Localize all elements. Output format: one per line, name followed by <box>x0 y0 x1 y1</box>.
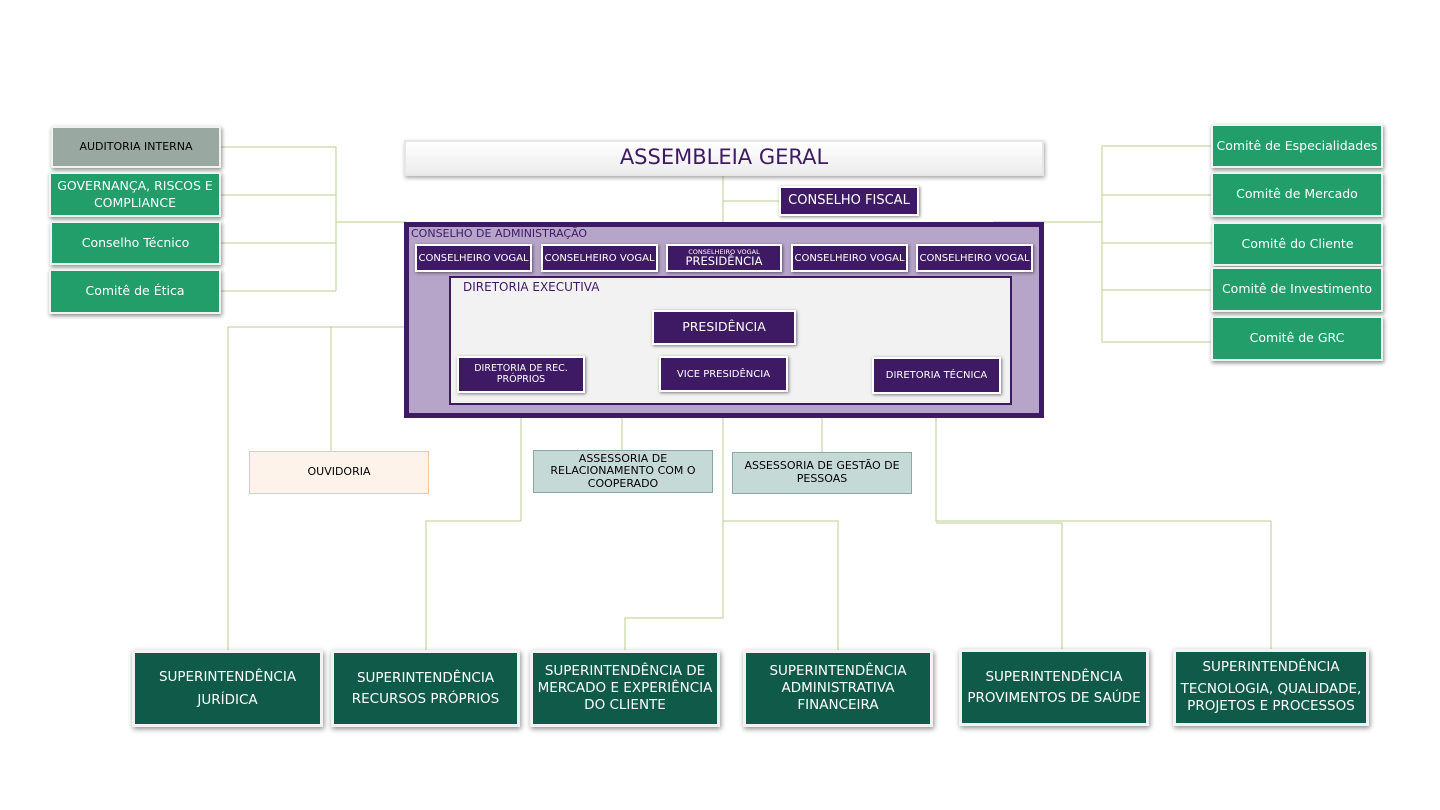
conselho-fiscal-label: CONSELHO FISCAL <box>788 192 910 208</box>
conselheiro-vogal-1-label: CONSELHEIRO VOGAL <box>418 252 529 264</box>
conselheiro-vogal-3[interactable]: CONSELHEIRO VOGAL <box>791 244 908 272</box>
diretoria-executiva-title: DIRETORIA EXECUTIVA <box>463 280 600 294</box>
connector-saude <box>936 522 1063 652</box>
governanca-label: GOVERNANÇA, RISCOS E COMPLIANCE <box>57 178 213 210</box>
conselheiro-presidencia-big: PRESIDÊNCIA <box>685 254 763 269</box>
superintendencia-saude-box[interactable]: SUPERINTENDÊNCIA PROVIMENTOS DE SAÚDE <box>959 649 1149 726</box>
diretoria-rec-proprios-box[interactable]: DIRETORIA DE REC. PRÓPRIOS <box>457 356 585 393</box>
diretoria-tecnica-label: DIRETORIA TÉCNICA <box>885 370 988 381</box>
conselheiro-vogal-1[interactable]: CONSELHEIRO VOGAL <box>415 244 532 272</box>
conselheiro-presidencia-small: CONSELHEIRO VOGAL <box>688 247 760 256</box>
connector-vice <box>624 392 724 652</box>
superintendencia-juridica-line2: JURÍDICA <box>197 691 258 708</box>
vice-presidencia-box[interactable]: VICE PRESIDÊNCIA <box>659 356 788 392</box>
connector-vice-adm <box>723 520 839 652</box>
conselheiro-vogal-4[interactable]: CONSELHEIRO VOGAL <box>916 244 1033 272</box>
assessoria-gestao-pessoas-box[interactable]: ASSESSORIA DE GESTÃO DE PESSOAS <box>732 452 912 494</box>
connector-tecnica <box>935 394 1272 652</box>
assessoria-cooperado-box[interactable]: ASSESSORIA DE RELACIONAMENTO COM O COOPE… <box>533 450 713 493</box>
superintendencia-adm-box[interactable]: SUPERINTENDÊNCIA ADMINISTRATIVA FINANCEI… <box>743 650 933 727</box>
superintendencia-saude-label: SUPERINTENDÊNCIA PROVIMENTOS DE SAÚDE <box>967 668 1141 706</box>
assessoria-cooperado-label: ASSESSORIA DE RELACIONAMENTO COM O COOPE… <box>550 451 696 490</box>
superintendencia-juridica-box[interactable]: SUPERINTENDÊNCIA JURÍDICA <box>132 650 323 727</box>
comite-especialidades-box[interactable]: Comitê de Especialidades <box>1211 124 1383 168</box>
comite-etica-box[interactable]: Comitê de Ética <box>49 269 221 314</box>
superintendencia-juridica-line1: SUPERINTENDÊNCIA <box>158 668 297 685</box>
connector-recproprios <box>425 392 522 652</box>
conselheiro-vogal-3-label: CONSELHEIRO VOGAL <box>794 252 905 264</box>
auditoria-interna-box[interactable]: AUDITORIA INTERNA <box>51 126 221 168</box>
comite-mercado-label: Comitê de Mercado <box>1236 186 1358 202</box>
comite-grc-label: Comitê de GRC <box>1249 330 1345 346</box>
conselho-tecnico-box[interactable]: Conselho Técnico <box>50 221 221 265</box>
superintendencia-mercado-label: SUPERINTENDÊNCIA DE MERCADO E EXPERIÊNCI… <box>537 663 713 713</box>
superintendencia-tecnologia-box[interactable]: SUPERINTENDÊNCIA TECNOLOGIA, QUALIDADE, … <box>1173 649 1369 726</box>
auditoria-interna-label: AUDITORIA INTERNA <box>79 139 193 153</box>
ouvidoria-label: OUVIDORIA <box>307 465 371 479</box>
comite-cliente-box[interactable]: Comitê do Cliente <box>1212 222 1383 266</box>
superintendencia-recursos-label: SUPERINTENDÊNCIA RECURSOS PRÓPRIOS <box>351 669 500 707</box>
comite-especialidades-label: Comitê de Especialidades <box>1216 137 1378 153</box>
diretoria-rec-proprios-label: DIRETORIA DE REC. PRÓPRIOS <box>474 363 568 385</box>
ouvidoria-box[interactable]: OUVIDORIA <box>249 451 429 494</box>
superintendencia-recursos-box[interactable]: SUPERINTENDÊNCIA RECURSOS PRÓPRIOS <box>331 650 520 727</box>
diretoria-tecnica-box[interactable]: DIRETORIA TÉCNICA <box>872 357 1001 394</box>
comite-grc-box[interactable]: Comitê de GRC <box>1211 316 1383 361</box>
assessoria-gestao-pessoas-label: ASSESSORIA DE GESTÃO DE PESSOAS <box>744 459 900 485</box>
governanca-box[interactable]: GOVERNANÇA, RISCOS E COMPLIANCE <box>49 172 221 217</box>
conselheiro-vogal-4-label: CONSELHEIRO VOGAL <box>919 252 1030 264</box>
assembleia-geral-label: ASSEMBLEIA GERAL <box>619 145 829 170</box>
diretoria-presidencia-box[interactable]: PRESIDÊNCIA <box>652 310 796 345</box>
diretoria-presidencia-label: PRESIDÊNCIA <box>682 319 766 335</box>
conselho-tecnico-label: Conselho Técnico <box>81 234 190 250</box>
comite-cliente-label: Comitê do Cliente <box>1241 235 1354 251</box>
conselho-fiscal-box[interactable]: CONSELHO FISCAL <box>779 186 919 216</box>
comite-investimento-label: Comitê de Investimento <box>1221 281 1373 297</box>
comite-etica-label: Comitê de Ética <box>85 283 185 299</box>
superintendencia-tecnologia-line2: TECNOLOGIA, QUALIDADE, PROJETOS E PROCES… <box>1180 680 1362 715</box>
vice-presidencia-label: VICE PRESIDÊNCIA <box>676 368 771 380</box>
conselho-administracao-title: CONSELHO DE ADMINISTRAÇÃO <box>411 227 588 240</box>
superintendencia-adm-label: SUPERINTENDÊNCIA ADMINISTRATIVA FINANCEI… <box>769 663 907 713</box>
conselheiro-presidencia[interactable]: CONSELHEIRO VOGAL PRESIDÊNCIA <box>666 244 782 272</box>
comite-mercado-box[interactable]: Comitê de Mercado <box>1211 172 1383 217</box>
conselheiro-vogal-2-label: CONSELHEIRO VOGAL <box>544 252 655 264</box>
superintendencia-mercado-box[interactable]: SUPERINTENDÊNCIA DE MERCADO E EXPERIÊNCI… <box>530 650 720 727</box>
assembleia-geral-box[interactable]: ASSEMBLEIA GERAL <box>404 140 1044 176</box>
comite-investimento-box[interactable]: Comitê de Investimento <box>1211 267 1383 312</box>
conselheiro-vogal-2[interactable]: CONSELHEIRO VOGAL <box>541 244 658 272</box>
superintendencia-tecnologia-line1: SUPERINTENDÊNCIA <box>1202 659 1340 676</box>
